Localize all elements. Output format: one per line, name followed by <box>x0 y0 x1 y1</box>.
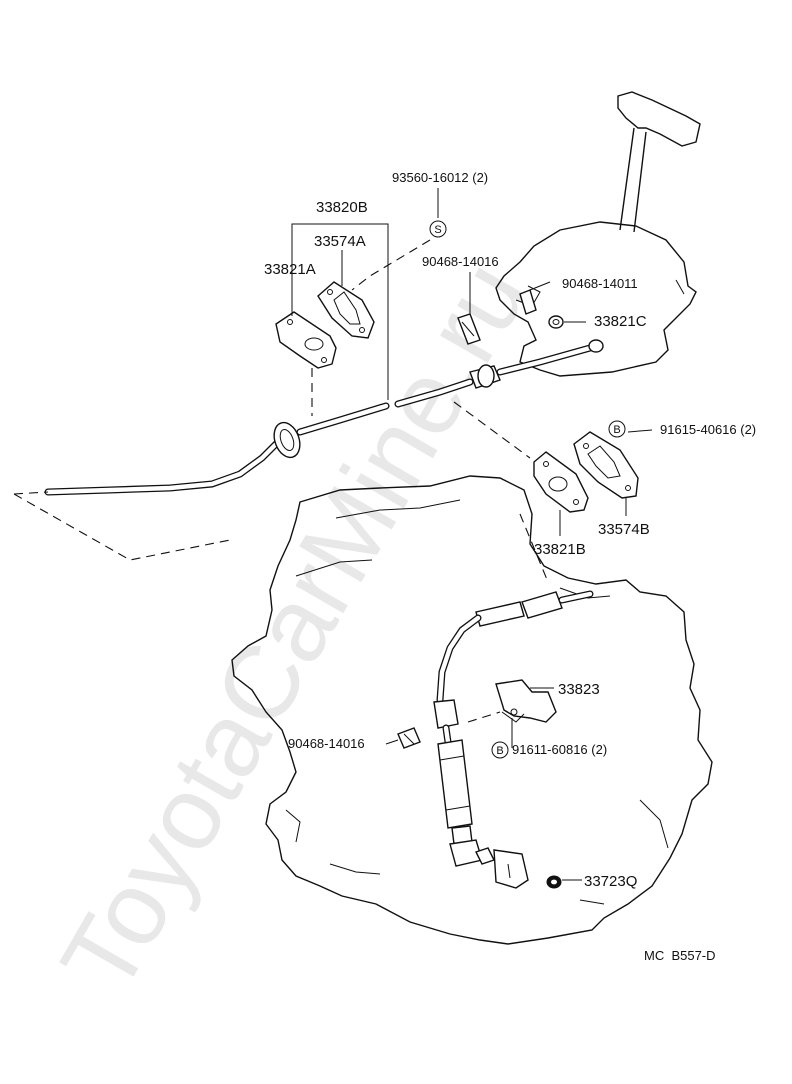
callout-b-upper: B <box>608 420 626 438</box>
label-91611-60816: 91611-60816 (2) <box>512 742 607 757</box>
label-33821B: 33821B <box>534 541 586 558</box>
clip-90468-bottom <box>385 727 421 749</box>
label-33823: 33823 <box>558 681 600 698</box>
gasket-33574B <box>573 429 653 516</box>
plate-33821B <box>533 451 589 536</box>
label-90468-14011: 90468-14011 <box>562 276 638 291</box>
label-33820B: 33820B <box>316 199 368 216</box>
cable-grommet <box>273 421 301 459</box>
nut-33723Q <box>546 875 582 889</box>
gasket-33574A <box>317 281 375 339</box>
clip-90468-14011 <box>519 281 551 315</box>
floor-outline <box>13 493 231 561</box>
label-33574B: 33574B <box>598 521 650 538</box>
label-93560-16012: 93560-16012 (2) <box>392 170 488 185</box>
watermark-text: ToyotaCarMine.ru <box>39 243 550 1012</box>
callout-s: S <box>429 220 447 238</box>
shift-cable-lower <box>433 590 594 889</box>
shift-cable-upper <box>44 339 604 496</box>
label-33574A: 33574A <box>314 233 366 250</box>
plate-33821A <box>275 311 337 369</box>
label-90468-14016-top: 90468-14016 <box>422 254 499 269</box>
shift-lever-assembly <box>495 91 701 377</box>
bracket-33823 <box>495 679 557 723</box>
diagram-reference-code: MC B557-D <box>644 948 716 963</box>
washer-33821C <box>548 315 586 329</box>
svg-text:B: B <box>496 745 503 757</box>
label-33821C: 33821C <box>594 313 647 330</box>
leader-33820B <box>291 223 389 400</box>
label-33821A: 33821A <box>264 261 316 278</box>
label-91615-40616: 91615-40616 (2) <box>660 422 756 437</box>
svg-text:B: B <box>613 424 620 436</box>
label-33723Q: 33723Q <box>584 873 637 890</box>
callout-b-lower: B <box>491 741 509 759</box>
clip-90468-top <box>457 272 481 345</box>
label-90468-14016-bottom: 90468-14016 <box>288 736 365 751</box>
svg-text:S: S <box>434 224 441 236</box>
